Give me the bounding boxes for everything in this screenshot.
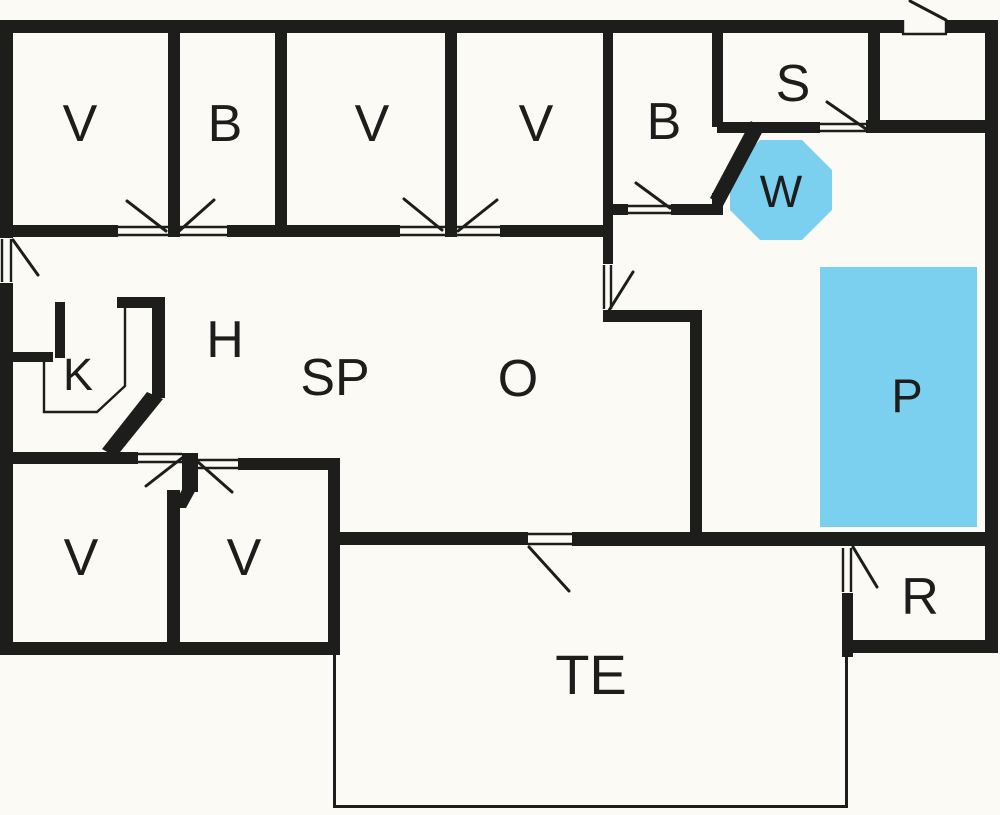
door-opening-h [0, 238, 14, 283]
wall-kitchen-vertical [152, 300, 165, 398]
door-opening-b1 [180, 224, 227, 238]
water-features [730, 140, 977, 527]
door-swing-v5 [196, 460, 234, 494]
door-opening-o [602, 264, 614, 309]
wall-b2-left [603, 32, 613, 265]
door-opening-terrace [528, 531, 572, 547]
wall-ne-room-bottom [866, 120, 998, 133]
wall-s-left [712, 32, 723, 127]
wall-divider-v1-b1 [168, 33, 180, 237]
door-swing-v1 [125, 199, 168, 233]
terrace-right-edge [845, 657, 848, 808]
wall-divider-b1-v2 [275, 33, 287, 237]
wall-bottom-main-b [572, 532, 998, 546]
door-opening-b2 [628, 203, 671, 216]
door-openings [0, 19, 948, 593]
kitchen-counter [42, 303, 127, 414]
room-label-b2: B [647, 93, 682, 151]
door-opening-s [820, 121, 866, 134]
wall-kitchen-diagonal [102, 392, 163, 457]
terrace-outline [333, 655, 848, 808]
terrace-left-edge [333, 655, 336, 808]
wall-divider-v2-v3 [445, 33, 457, 237]
wall-kitchen-stub-b [55, 302, 65, 358]
wall-bottom-main-a [328, 532, 528, 545]
door-swing-v4 [144, 456, 184, 488]
wall-hall-left [10, 452, 138, 464]
wall-left-lower [0, 283, 13, 655]
wall-hall-right [238, 458, 330, 470]
wall-s-right [868, 32, 880, 125]
wall-roomrow-c [500, 225, 603, 237]
room-label-v5: V [227, 529, 262, 587]
door-swing-b2 [634, 181, 672, 210]
room-label-k: K [63, 349, 93, 400]
door-swing-r [851, 545, 879, 589]
door-swing-b1 [176, 198, 216, 234]
door-swing-entrance [908, 0, 948, 22]
room-label-v1: V [63, 95, 98, 153]
door-swings [11, 0, 948, 593]
wall-b2-bottom-a [613, 204, 628, 215]
room-label-v2: V [355, 95, 390, 153]
wall-o-corner-h [603, 310, 702, 322]
door-swing-h [11, 238, 40, 277]
wall-roomrow-a [13, 225, 120, 237]
wall-o-corner-v [690, 310, 702, 535]
room-label-h: H [206, 311, 244, 369]
wall-right [985, 20, 998, 653]
wall-b2-right [712, 193, 723, 215]
door-swing-terrace [527, 545, 571, 593]
wall-kitchen-stub-c [117, 297, 165, 308]
room-label-o: O [498, 350, 538, 408]
wall-divider-v4-v5 [167, 490, 180, 655]
wall-kitchen-stub-a [10, 352, 53, 362]
wall-left-upper [0, 20, 13, 238]
wall-b2-bottom-b [671, 204, 723, 215]
room-label-r: R [901, 568, 939, 626]
wall-door-post [182, 453, 198, 492]
wall-r-left [842, 593, 853, 657]
wall-diagonal-whirlpool [710, 121, 764, 206]
room-label-b1: B [208, 95, 243, 153]
room-labels: V B V V B S W K H SP O P V V R TE [63, 55, 939, 706]
room-label-s: S [776, 55, 811, 113]
wall-top [0, 20, 998, 33]
door-swing-o [606, 270, 635, 314]
door-opening-v5 [198, 457, 238, 471]
wall-roomrow-b [227, 225, 400, 237]
room-label-w: W [760, 166, 803, 217]
door-swing-s [825, 100, 868, 131]
room-label-p: P [891, 369, 922, 422]
room-label-v4: V [64, 529, 99, 587]
interior-walls [10, 32, 998, 657]
door-opening-r [841, 547, 854, 593]
pool-area [820, 267, 977, 527]
room-label-v3: V [519, 95, 554, 153]
door-swing-v3 [456, 198, 499, 233]
terrace-bottom-edge [333, 805, 848, 808]
room-label-sp: SP [300, 349, 369, 407]
wall-r-bottom [842, 640, 998, 653]
whirlpool-octagon [730, 140, 832, 240]
door-opening-entrance [901, 19, 948, 36]
room-label-te: TE [555, 643, 627, 706]
wall-s-bottom [717, 122, 820, 133]
wall-v5-right [328, 458, 340, 655]
door-swing-v2 [402, 197, 444, 232]
